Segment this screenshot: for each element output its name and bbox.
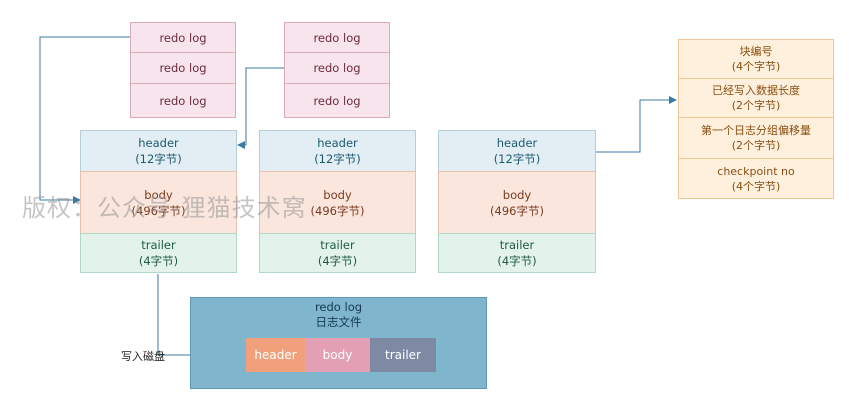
file-title-line2: 日志文件 [315,315,362,329]
block-trailer: trailer (4字节) [438,233,596,273]
block-header: header (12字节) [80,130,237,172]
block-header-size: (12字节) [493,152,541,166]
field-name: 块编号 [739,45,773,58]
block-trailer-label: trailer [320,238,355,252]
file-title-line1: redo log [314,300,363,314]
block-header-label: header [317,136,358,150]
file-segment-trailer: trailer [370,338,436,372]
header-field-checkpoint-no: checkpoint no (4个字节) [678,158,834,199]
block-header-size: (12字节) [135,152,182,166]
block-body-label: body [323,187,352,202]
redo-log-label: redo log [159,93,207,108]
block-header-size: (12字节) [314,152,361,166]
header-field-first-group-offset: 第一个日志分组偏移量 (2个字节) [678,117,834,159]
block-trailer: trailer (4字节) [80,233,237,273]
block-body-size: (496字节) [131,203,186,218]
field-name: checkpoint no [717,164,795,178]
block-trailer: trailer (4字节) [259,233,416,273]
redo-log-entry: redo log [130,22,236,53]
redo-log-entry: redo log [284,52,390,84]
arrow-log-to-block2 [237,67,284,149]
block-body-size: (496字节) [310,203,365,218]
block-trailer-size: (4字节) [497,254,537,268]
header-field-data-length: 已经写入数据长度 (2个字节) [678,78,834,118]
block-header: header (12字节) [259,130,416,172]
arrow-header-to-fields [596,96,677,153]
file-segment-header: header [246,338,305,372]
block-body: body (496字节) [80,171,237,234]
redo-log-entry: redo log [284,22,390,53]
block-body-label: body [502,187,532,202]
redo-log-entry: redo log [130,52,236,84]
redo-log-file-title: redo log 日志文件 [191,300,486,330]
block-trailer-label: trailer [141,238,176,252]
redo-log-label: redo log [313,30,361,45]
block-body-size: (496字节) [490,203,544,218]
field-name: 第一个日志分组偏移量 [701,124,811,137]
block-body-label: body [144,187,173,202]
redo-log-file: redo log 日志文件 header body trailer [190,297,487,389]
block-body: body (496字节) [438,171,596,234]
redo-log-entry: redo log [284,83,390,118]
block-header-label: header [496,136,538,150]
field-size: (2个字节) [731,139,781,152]
arrow-log-to-block1 [39,36,130,204]
field-size: (4个字节) [731,60,781,73]
block-trailer-size: (4字节) [317,254,358,268]
block-header: header (12字节) [438,130,596,172]
file-segment-body: body [305,338,370,372]
redo-log-label: redo log [159,61,207,75]
field-name: 已经写入数据长度 [712,84,800,97]
block-trailer-size: (4字节) [138,254,179,268]
write-disk-label: 写入磁盘 [121,350,165,363]
redo-log-label: redo log [313,93,361,108]
header-field-block-number: 块编号 (4个字节) [678,39,834,79]
field-size: (4个字节) [731,179,781,193]
redo-log-entry: redo log [130,83,236,118]
block-trailer-label: trailer [499,238,535,252]
redo-log-label: redo log [313,61,361,75]
block-header-label: header [138,136,179,150]
redo-log-label: redo log [159,30,207,45]
field-size: (2个字节) [731,99,781,112]
block-body: body (496字节) [259,171,416,234]
